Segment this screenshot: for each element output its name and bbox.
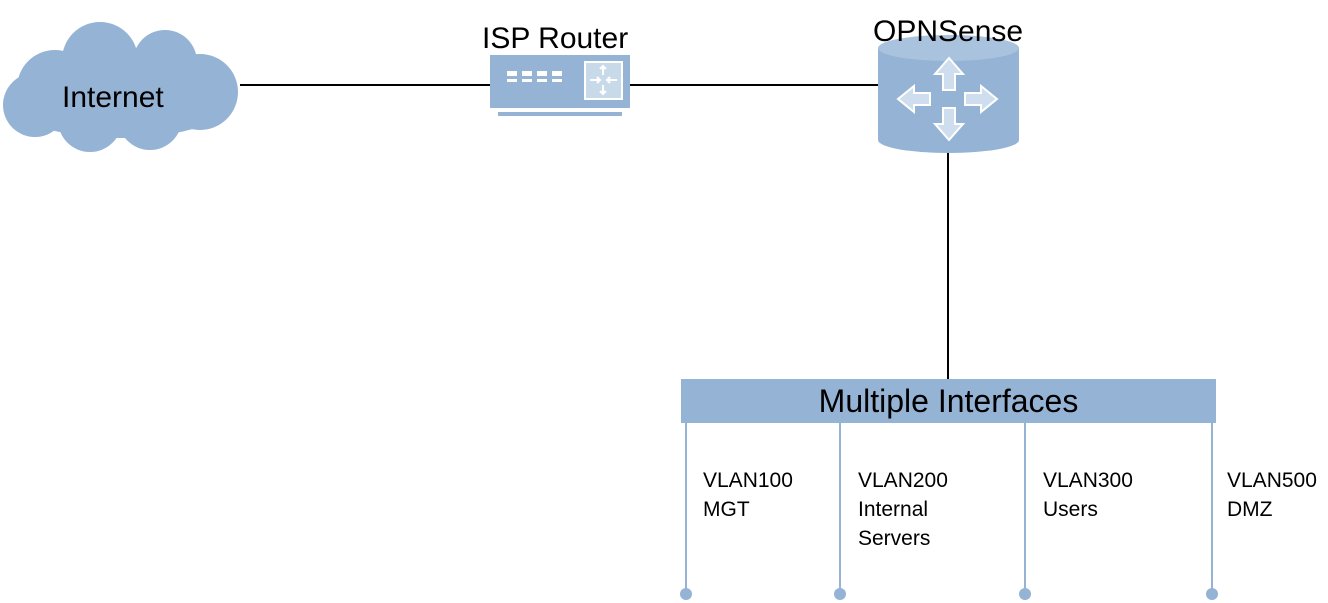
vlan-label: VLAN100 MGT (703, 466, 793, 524)
vlan-label: VLAN500 DMZ (1227, 466, 1317, 524)
interfaces-bar: Multiple Interfaces (681, 379, 1216, 423)
isp-router-label: ISP Router (482, 22, 629, 55)
vlan-id: VLAN300 (1043, 469, 1133, 492)
vlan-label: VLAN300 Users (1043, 466, 1133, 524)
vlan-description: Users (1043, 498, 1098, 521)
internet-label: Internet (62, 81, 164, 114)
cloud-icon (3, 22, 238, 152)
vlan-id: VLAN200 (858, 469, 948, 492)
vlan-description: Servers (858, 527, 931, 550)
vlan-id: VLAN100 (703, 469, 793, 492)
vlan-label: VLAN200 Internal Servers (858, 466, 948, 553)
vlan-description: DMZ (1227, 498, 1273, 521)
vlan-id: VLAN500 (1227, 469, 1317, 492)
firewall-router-icon (878, 35, 1019, 153)
vlan-drop-lines (680, 423, 1218, 600)
router-icon (490, 55, 630, 116)
vlan-description: Internal (858, 498, 929, 521)
interfaces-label: Multiple Interfaces (818, 382, 1079, 419)
opnsense-label: OPNSense (873, 15, 1024, 48)
vlan-description: MGT (703, 498, 750, 521)
